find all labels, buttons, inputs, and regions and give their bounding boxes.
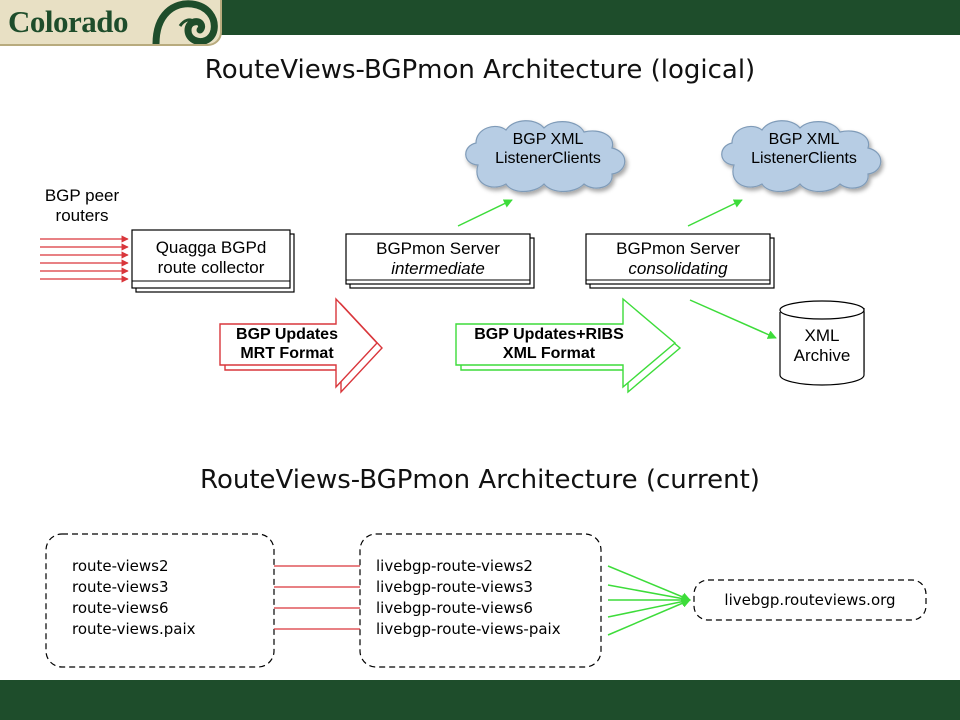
arrow-xml-label: BGP Updates+RIBS XML Format <box>460 325 638 363</box>
arrow-to-cloud-right <box>687 199 743 227</box>
server-intermediate-line-2: intermediate <box>391 259 485 278</box>
archive-line-1: XML <box>804 326 840 345</box>
arrow-mrt-label: BGP Updates MRT Format <box>222 325 352 363</box>
server-intermediate-line-1: BGPmon Server <box>376 239 500 258</box>
ram-icon <box>152 0 218 44</box>
title-current: RouteViews-BGPmon Architecture (current) <box>200 465 760 495</box>
quagga-line-1: Quagga BGPd <box>155 238 267 257</box>
quagga-label: Quagga BGPd route collector <box>132 238 290 278</box>
arrow-to-archive <box>689 299 777 339</box>
livebgp-box <box>359 533 602 668</box>
livebgp-item: livebgp-route-views-paix <box>376 620 561 638</box>
site-fan-in <box>607 565 691 636</box>
title-logical: RouteViews-BGPmon Architecture (logical) <box>204 55 756 85</box>
arrow-mrt-line-2: MRT Format <box>240 345 334 362</box>
arrow-mrt-format <box>219 297 383 394</box>
server-consolidating-box <box>585 233 775 289</box>
xml-archive-cylinder <box>779 300 865 386</box>
arrow-mrt-line-1: BGP Updates <box>236 326 338 343</box>
collector-item: route-views3 <box>72 578 169 596</box>
logo-text: Colorado <box>8 4 129 39</box>
cloud-left-label: BGP XML ListenerClients <box>480 130 616 168</box>
cloud-left-line-2: ListenerClients <box>495 150 601 167</box>
livebgp-item: livebgp-route-views2 <box>376 557 533 575</box>
server-consolidating-line-2: consolidating <box>628 259 728 278</box>
collector-item: route-views6 <box>72 599 169 617</box>
arrow-xml-format <box>455 297 682 394</box>
colorado-state-logo: Colorado <box>0 0 222 46</box>
arrow-xml-line-1: BGP Updates+RIBS <box>474 326 624 343</box>
server-intermediate-label: BGPmon Server intermediate <box>346 239 530 279</box>
collectors-list: route-views2 route-views3 route-views6 r… <box>72 556 268 640</box>
cloud-right-label: BGP XML ListenerClients <box>736 130 872 168</box>
livebgp-list: livebgp-route-views2 livebgp-route-views… <box>376 556 598 640</box>
peer-label-line-1: BGP peer <box>44 186 120 205</box>
arrow-xml-line-2: XML Format <box>502 345 596 362</box>
cloud-left <box>465 120 626 193</box>
arrow-to-cloud-left <box>457 199 513 227</box>
peer-arrows <box>40 235 129 283</box>
archive-line-2: Archive <box>793 346 851 365</box>
server-consolidating-line-1: BGPmon Server <box>616 239 740 258</box>
peer-routers-label: BGP peer routers <box>22 186 142 226</box>
cloud-right-line-2: ListenerClients <box>751 150 857 167</box>
collector-links <box>274 565 360 630</box>
cloud-right-line-1: BGP XML <box>768 131 840 148</box>
quagga-box <box>131 229 295 293</box>
livebgp-item: livebgp-route-views3 <box>376 578 533 596</box>
site-box <box>693 579 927 621</box>
peer-label-line-2: routers <box>55 206 109 225</box>
quagga-line-2: route collector <box>157 258 265 277</box>
site-label: livebgp.routeviews.org <box>724 591 896 609</box>
collectors-box <box>45 533 275 668</box>
collector-item: route-views2 <box>72 557 169 575</box>
cloud-right <box>721 120 882 193</box>
archive-label: XML Archive <box>780 326 864 366</box>
livebgp-item: livebgp-route-views6 <box>376 599 533 617</box>
bottom-banner <box>0 680 960 720</box>
server-intermediate-box <box>345 233 535 289</box>
collector-item: route-views.paix <box>72 620 196 638</box>
server-consolidating-label: BGPmon Server consolidating <box>586 239 770 279</box>
cloud-left-line-1: BGP XML <box>512 131 584 148</box>
